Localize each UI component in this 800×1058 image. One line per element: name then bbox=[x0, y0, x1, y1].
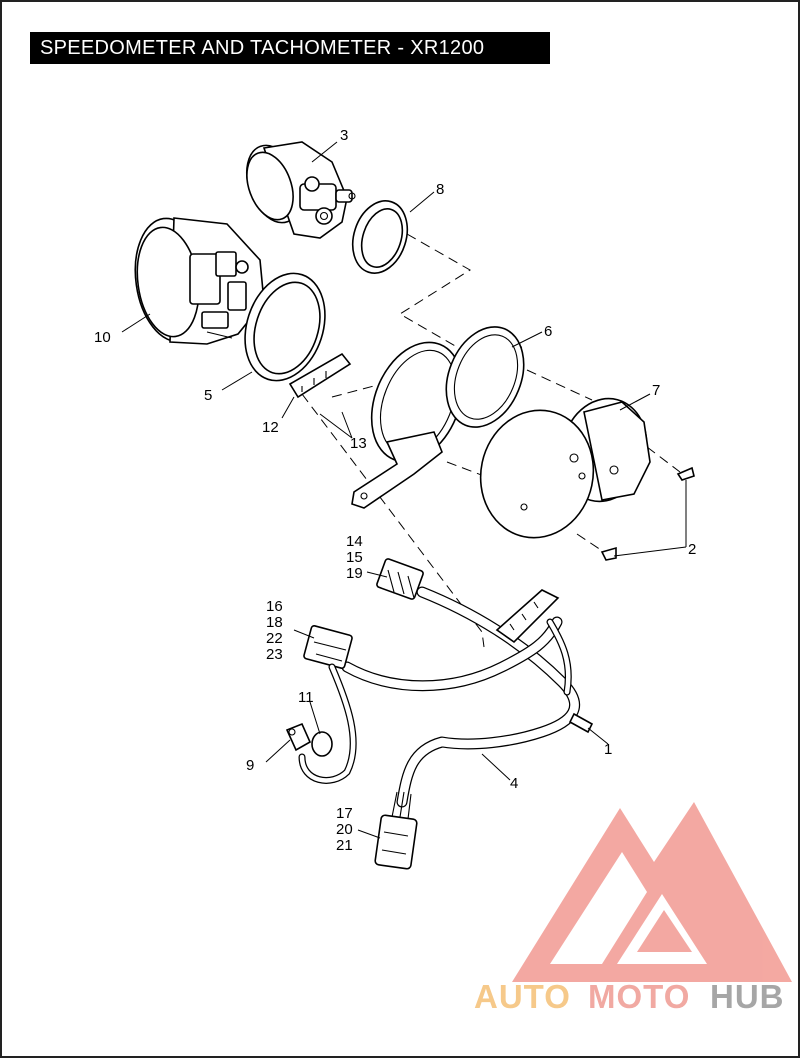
callout-14: 14 bbox=[346, 533, 363, 550]
watermark-moto: MOTO bbox=[588, 978, 690, 1015]
watermark-auto: AUTO bbox=[474, 978, 571, 1015]
callout-22: 22 bbox=[266, 630, 283, 647]
indicator-lens-strip bbox=[288, 352, 352, 399]
callout-23: 23 bbox=[266, 646, 283, 663]
callout-labels: 3 8 10 5 12 13 6 7 2 14 15 19 16 18 22 2… bbox=[94, 127, 696, 854]
auxiliary-connector bbox=[298, 625, 357, 784]
callout-3: 3 bbox=[340, 127, 348, 144]
callout-11: 11 bbox=[298, 689, 314, 706]
diagram-title: SPEEDOMETER AND TACHOMETER - XR1200 bbox=[30, 32, 550, 64]
callout-leaders bbox=[121, 141, 687, 839]
callout-1: 1 bbox=[604, 741, 612, 758]
callout-6: 6 bbox=[544, 323, 552, 340]
sensor-and-cap bbox=[285, 722, 333, 757]
main-harness-connector bbox=[374, 791, 418, 870]
callout-9: 9 bbox=[246, 757, 254, 774]
mounting-screws bbox=[600, 466, 695, 561]
callout-8: 8 bbox=[436, 181, 444, 198]
gauge-housing-covers bbox=[479, 397, 651, 539]
callout-13: 13 bbox=[350, 435, 367, 452]
speedometer-bezel-ring bbox=[244, 272, 326, 382]
speedometer-gauge bbox=[134, 217, 265, 345]
gauge-mounting-bracket bbox=[351, 326, 525, 509]
harness-screw bbox=[568, 712, 594, 734]
callout-20: 20 bbox=[336, 821, 353, 838]
tachometer-bezel-ring bbox=[351, 200, 409, 274]
callout-2: 2 bbox=[688, 541, 696, 558]
callout-15: 15 bbox=[346, 549, 363, 566]
wiring-harness bbox=[341, 586, 580, 808]
callout-17: 17 bbox=[336, 805, 353, 822]
gauge-connector bbox=[376, 558, 424, 600]
callout-16: 16 bbox=[266, 598, 283, 615]
callout-7: 7 bbox=[652, 382, 660, 399]
tachometer-gauge bbox=[246, 141, 356, 239]
callout-19: 19 bbox=[346, 565, 363, 582]
automotohub-logo-icon bbox=[512, 802, 792, 982]
callout-4: 4 bbox=[510, 775, 518, 792]
callout-10: 10 bbox=[94, 329, 111, 346]
callout-5: 5 bbox=[204, 387, 212, 404]
callout-21: 21 bbox=[336, 837, 353, 854]
automotohub-watermark: AUTO MOTO HUB bbox=[474, 978, 785, 1015]
watermark-hub: HUB bbox=[710, 978, 785, 1015]
callout-12: 12 bbox=[262, 419, 279, 436]
callout-18: 18 bbox=[266, 614, 283, 631]
